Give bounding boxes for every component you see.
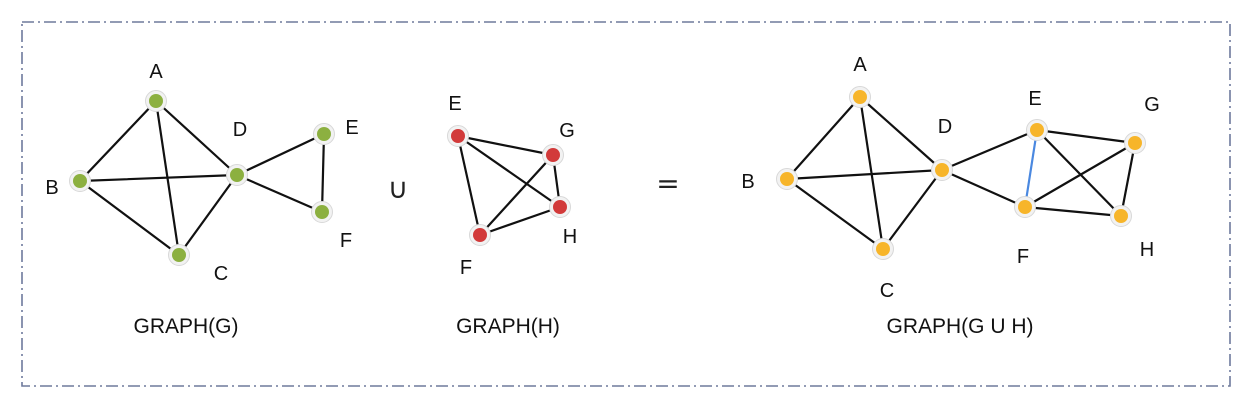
graph-gh-node-h: [1114, 209, 1128, 223]
union-operator: ∪: [388, 172, 409, 205]
graph-g-node-d: [230, 168, 244, 182]
graph-g-node-e: [317, 127, 331, 141]
graph-g-edge-b-c: [78, 179, 181, 257]
graph-gh-node-e: [1030, 123, 1044, 137]
graph-h-nodes: [447, 125, 571, 246]
graph-g-edge-d-e: [235, 132, 326, 177]
graph-gh-edge-b-c: [785, 177, 885, 251]
graph-g-label-a: A: [149, 61, 163, 83]
graph-h-node-h: [553, 200, 567, 214]
graph-gh-node-d: [935, 163, 949, 177]
graph-gh-label-b: B: [741, 171, 754, 193]
graph-gh-node-b: [780, 172, 794, 186]
graph-h-labels: E G H F: [448, 93, 577, 279]
graph-gh-nodes: [776, 86, 1146, 260]
graph-g-labels: A B C D E F: [45, 61, 358, 285]
graph-g-label-d: D: [233, 119, 247, 141]
graph-gh-edges: [785, 95, 1137, 251]
graph-gh-node-g: [1128, 136, 1142, 150]
graph-g-edge-c-d: [177, 173, 239, 257]
graph-gh-label-g: G: [1144, 94, 1160, 116]
graph-gh-edge-a-b: [785, 95, 862, 181]
graph-gh-caption: GRAPH(G U H): [887, 315, 1034, 338]
graph-g-label-f: F: [340, 230, 352, 252]
graph-gh-edge-g-f: [1023, 141, 1137, 209]
graph-g-edge-a-b: [78, 99, 158, 183]
graph-h-edge-e-f: [456, 134, 482, 237]
graph-gh-edge-d-f: [940, 168, 1027, 209]
graph-h-caption: GRAPH(H): [456, 315, 560, 338]
graph-g-label-e: E: [345, 117, 358, 139]
graph-g-node-a: [149, 94, 163, 108]
graph-gh: A B C D E G F H GRAPH(G U H): [741, 54, 1159, 338]
graph-h-label-e: E: [448, 93, 461, 115]
graph-gh-edge-h-f: [1023, 205, 1123, 218]
graph-g-edges: [78, 99, 326, 257]
graph-h-edge-e-h: [456, 134, 562, 209]
graph-h-label-g: G: [559, 120, 575, 142]
graph-gh-edge-e-g: [1035, 128, 1137, 145]
graph-g-edge-e-f: [320, 132, 326, 214]
graph-gh-label-c: C: [880, 280, 894, 302]
graph-g-edge-a-d: [154, 99, 239, 177]
graph-h-node-g: [546, 148, 560, 162]
graph-h-edge-e-g: [456, 134, 555, 157]
graph-gh-label-a: A: [853, 54, 867, 76]
graph-h-label-f: F: [460, 257, 472, 279]
graph-gh-edge-g-h: [1119, 141, 1137, 218]
graph-gh-labels: A B C D E G F H: [741, 54, 1159, 302]
graph-h-node-f: [473, 228, 487, 242]
graph-g-edge-d-f: [235, 173, 324, 214]
graph-g-node-c: [172, 248, 186, 262]
graph-gh-edge-d-e: [940, 128, 1039, 172]
graph-gh-edge-e-h: [1035, 128, 1123, 218]
graph-g-label-b: B: [45, 177, 58, 199]
equals-operator: =: [656, 167, 679, 200]
graph-h-node-e: [451, 129, 465, 143]
graph-g-edge-b-d: [78, 173, 239, 183]
graph-gh-label-e: E: [1028, 88, 1041, 110]
graph-gh-edge-a-d: [858, 95, 944, 172]
graph-g-caption: GRAPH(G): [134, 315, 239, 338]
graph-h-label-h: H: [563, 226, 577, 248]
graph-gh-edge-b-d: [785, 168, 944, 181]
graph-gh-highlight-edge-e-f: [1023, 128, 1039, 209]
graph-g-node-f: [315, 205, 329, 219]
graph-h-edge-h-f: [478, 205, 562, 237]
graph-g-label-c: C: [214, 263, 228, 285]
graph-gh-node-f: [1018, 200, 1032, 214]
graph-gh-label-h: H: [1140, 239, 1154, 261]
graph-gh-label-d: D: [938, 116, 952, 138]
graph-gh-node-c: [876, 242, 890, 256]
graph-g-nodes: [69, 90, 335, 266]
graph-h-edge-g-f: [478, 153, 555, 237]
graph-gh-label-f: F: [1017, 246, 1029, 268]
graph-g-node-b: [73, 174, 87, 188]
graph-h: E G H F GRAPH(H): [447, 93, 577, 338]
dashed-frame: [21, 21, 1231, 387]
graph-g: A B C D E F GRAPH(G): [45, 61, 358, 338]
graph-gh-edge-c-d: [881, 168, 944, 251]
graph-gh-node-a: [853, 90, 867, 104]
